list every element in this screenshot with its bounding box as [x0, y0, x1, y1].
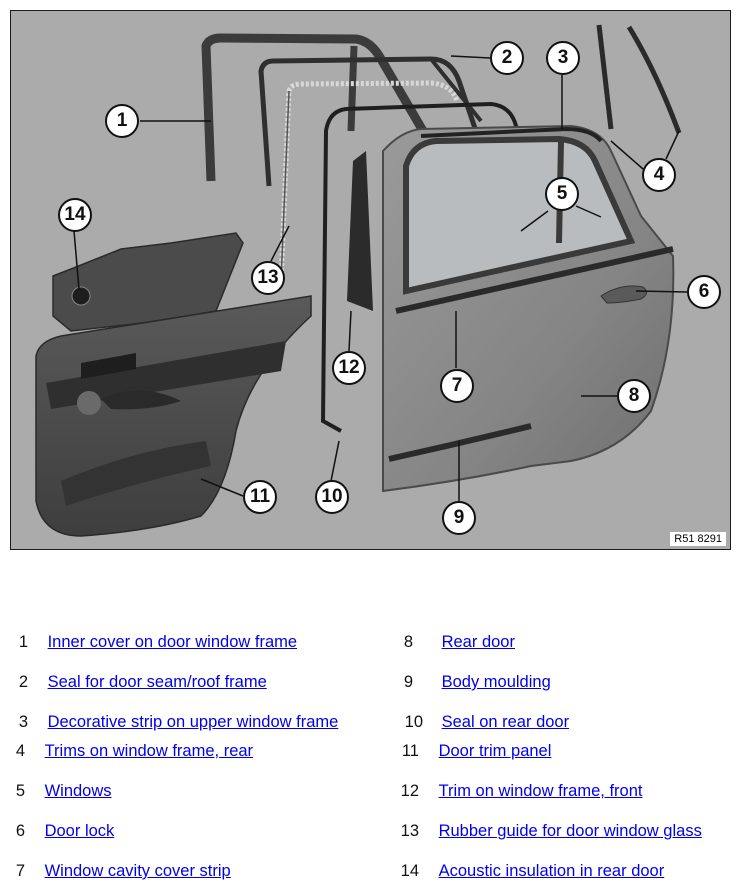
legend-item: 5 Windows — [12, 782, 112, 801]
legend-item: 10 Seal on rear door — [401, 713, 569, 732]
diagram-artwork — [35, 24, 688, 537]
door-lock-part — [600, 285, 647, 304]
callout-4: 4 — [642, 158, 676, 192]
acoustic-insulation-part — [52, 232, 244, 332]
callout-5: 5 — [545, 177, 579, 211]
callout-11: 11 — [243, 480, 277, 514]
legend-item: 13 Rubber guide for door window glass — [397, 822, 702, 841]
legend-item: 9 Body moulding — [400, 673, 551, 692]
rear-trim-b-part — [626, 25, 682, 134]
rubber-guide-part — [278, 80, 460, 282]
window-frame-trim-front-part — [347, 151, 373, 311]
legend-number: 4 — [15, 742, 25, 760]
body-moulding-part — [388, 423, 532, 462]
window-cavity-strip-part — [395, 246, 674, 314]
legend-item: 7 Window cavity cover strip — [12, 862, 231, 881]
legend-number: 8 — [403, 633, 413, 651]
legend-link[interactable]: Door trim panel — [438, 742, 552, 760]
callout-1: 1 — [105, 104, 139, 138]
legend-item: 4 Trims on window frame, rear — [12, 742, 253, 761]
legend-link[interactable]: Rear door — [441, 633, 515, 651]
legend-link[interactable]: Windows — [44, 782, 112, 800]
legend-number: 11 — [401, 742, 419, 760]
legend-number: 10 — [404, 713, 423, 731]
legend-number: 13 — [400, 822, 419, 840]
callout-9: 9 — [442, 501, 476, 535]
callout-13: 13 — [251, 261, 285, 295]
rear-door-seal-part — [320, 101, 583, 433]
callout-7: 7 — [440, 369, 474, 403]
rear-trim-a-part — [596, 24, 614, 130]
figure-reference-code: R51 8291 — [670, 532, 726, 546]
callout-8: 8 — [617, 379, 651, 413]
legend-number: 5 — [15, 782, 25, 800]
legend-item: 3 Decorative strip on upper window frame — [15, 713, 339, 732]
legend-link[interactable]: Seal for door seam/roof frame — [47, 673, 267, 691]
exploded-view-diagram: 1 2 3 4 5 6 7 8 9 10 11 12 13 14 R51 829… — [10, 10, 731, 550]
legend-item: 2 Seal for door seam/roof frame — [15, 673, 267, 692]
legend-item: 12 Trim on window frame, front — [397, 782, 643, 801]
legend-number: 14 — [400, 862, 419, 880]
callout-12: 12 — [332, 351, 366, 385]
legend-link[interactable]: Window cavity cover strip — [44, 862, 231, 880]
legend-link[interactable]: Decorative strip on upper window frame — [47, 713, 339, 731]
legend-item: 6 Door lock — [12, 822, 114, 841]
legend-number: 12 — [400, 782, 419, 800]
legend-link[interactable]: Rubber guide for door window glass — [438, 822, 702, 840]
legend-link[interactable]: Acoustic insulation in rear door — [438, 862, 665, 880]
callout-6: 6 — [687, 275, 721, 309]
legend-item: 8 Rear door — [400, 633, 515, 652]
legend-link[interactable]: Seal on rear door — [441, 713, 570, 731]
callout-2: 2 — [490, 41, 524, 75]
legend-number: 1 — [18, 633, 28, 651]
legend-item: 14 Acoustic insulation in rear door — [397, 862, 665, 881]
legend-link[interactable]: Door lock — [44, 822, 115, 840]
legend-number: 9 — [403, 673, 413, 691]
callout-14: 14 — [58, 198, 92, 232]
legend-link[interactable]: Trim on window frame, front — [438, 782, 643, 800]
legend-number: 2 — [18, 673, 28, 691]
callout-3: 3 — [546, 41, 580, 75]
legend-item: 11 Door trim panel — [397, 742, 552, 761]
inner-cover-frame-part — [201, 33, 430, 182]
leader-lines — [73, 55, 688, 501]
legend-item: 1 Inner cover on door window frame — [15, 633, 297, 652]
legend-number: 6 — [15, 822, 25, 840]
seam-roof-seal-part — [258, 56, 484, 187]
callout-10: 10 — [315, 480, 349, 514]
legend-number: 3 — [18, 713, 28, 731]
legend-link[interactable]: Body moulding — [441, 673, 551, 691]
legend-number: 7 — [15, 862, 25, 880]
legend-link[interactable]: Trims on window frame, rear — [44, 742, 254, 760]
legend-link[interactable]: Inner cover on door window frame — [47, 633, 298, 651]
